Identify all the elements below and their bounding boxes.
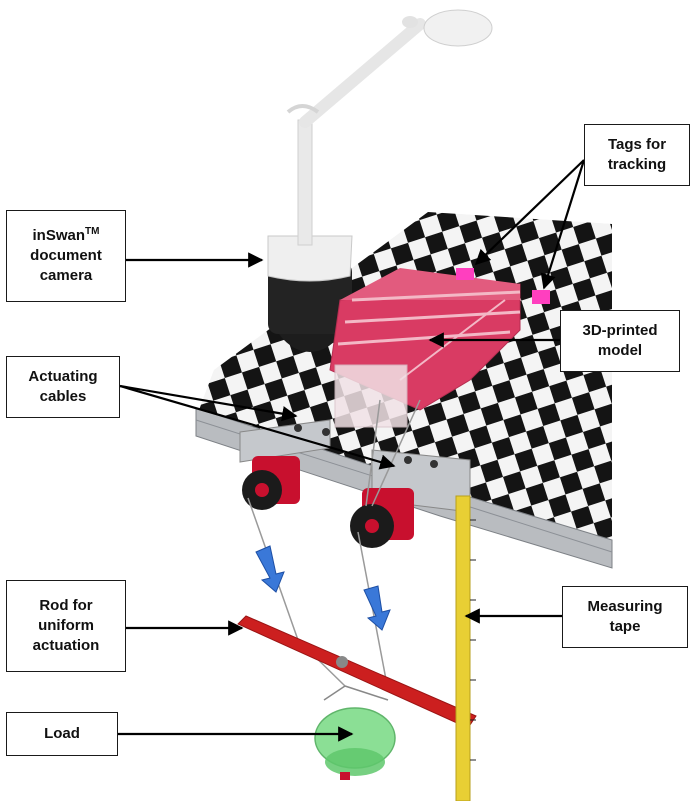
- pulley-left: [242, 456, 300, 510]
- tags-label: Tags for tracking: [584, 124, 690, 186]
- callout-arrows: [118, 159, 586, 742]
- tracking-tag-left: [456, 268, 474, 280]
- cables-callout-arrow-left: [119, 384, 298, 422]
- direction-arrow-right: [363, 585, 391, 631]
- tracking-tag-right: [532, 290, 550, 304]
- model-label: 3D-printed model: [560, 310, 680, 372]
- rod-label: Rod for uniform actuation: [6, 580, 126, 672]
- load-label: Load: [6, 712, 118, 756]
- cables-label: Actuating cables: [6, 356, 120, 418]
- load-bucket: [314, 685, 396, 780]
- actuation-rod: [237, 615, 477, 729]
- camera-label-line1: inSwanTM: [32, 226, 100, 245]
- measuring-tape: [455, 495, 476, 801]
- 3d-printed-model: [329, 268, 550, 428]
- tags-callout-arrow-left: [474, 159, 585, 266]
- camera-label: inSwanTM document camera: [6, 210, 126, 302]
- tape-label: Measuring tape: [562, 586, 688, 648]
- direction-arrow-left: [255, 545, 285, 593]
- tags-callout-arrow-right: [540, 159, 586, 290]
- cables-callout-arrow-right: [119, 384, 396, 470]
- document-camera: [267, 9, 493, 352]
